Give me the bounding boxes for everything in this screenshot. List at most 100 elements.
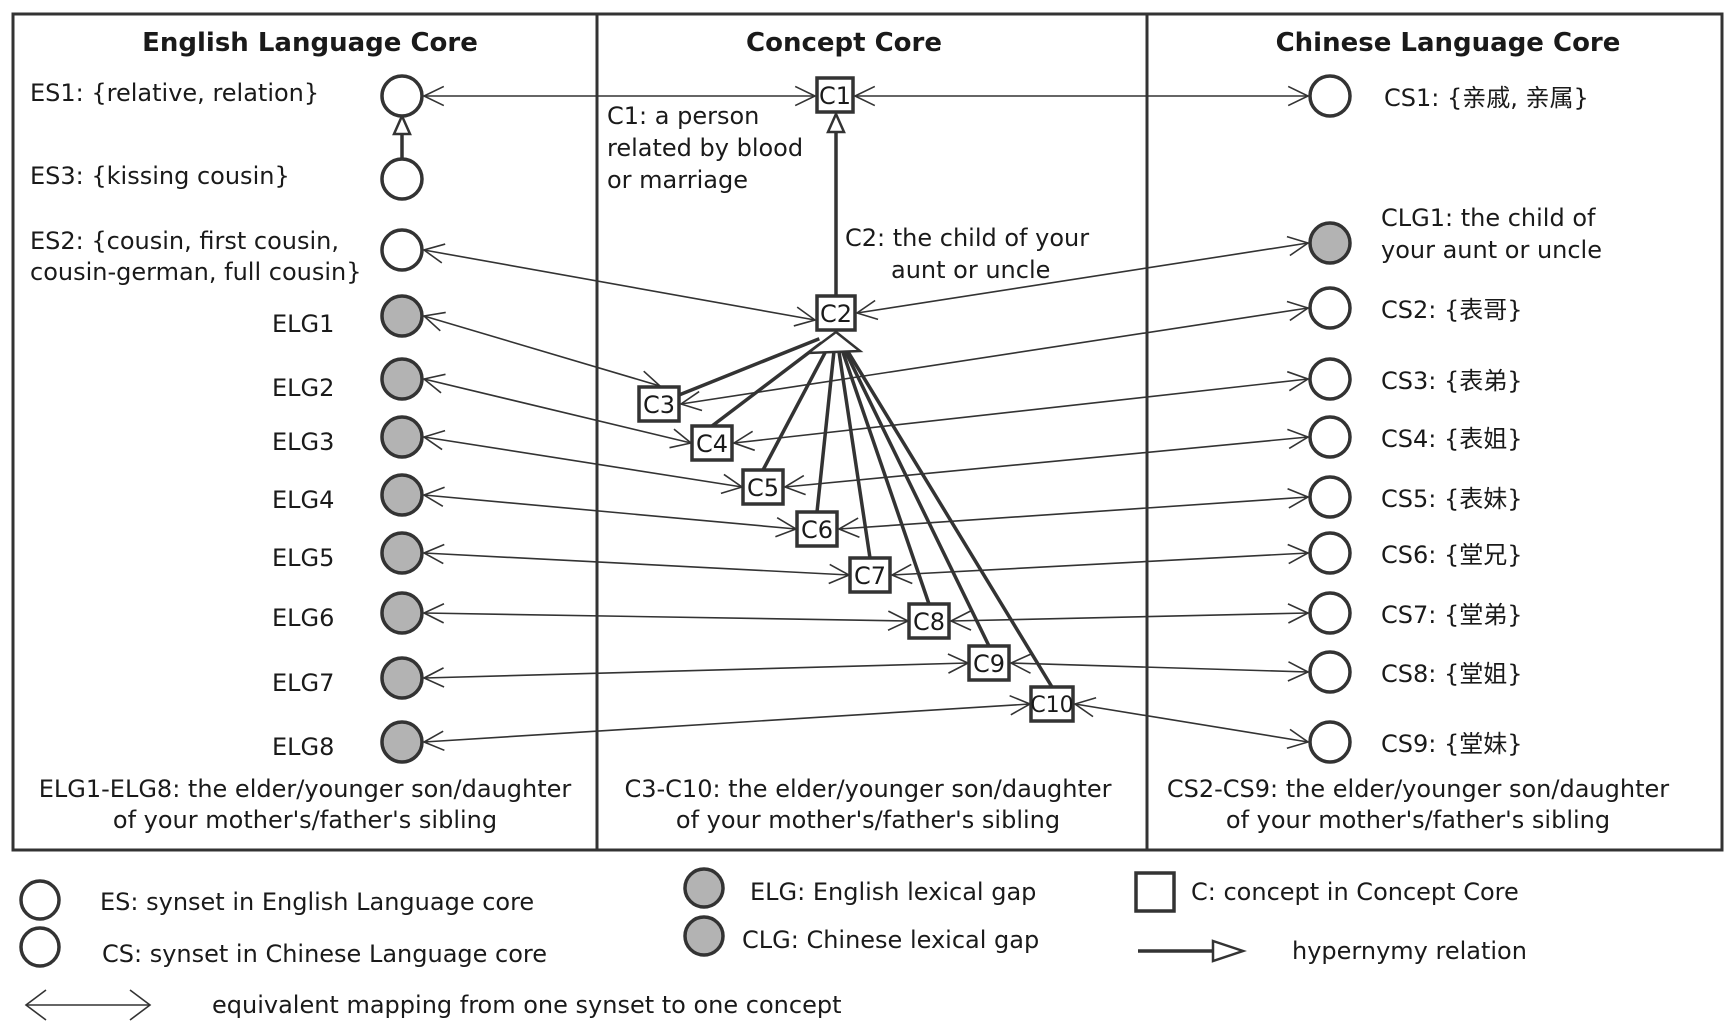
english-footer-line2: of your mother's/father's sibling: [113, 806, 497, 834]
map-elg2-c4-head-start: [422, 373, 446, 394]
chinese-footer-line1: CS2-CS9: the elder/younger son/daughter: [1167, 775, 1669, 803]
synset-es2-label-line2: cousin-german, full cousin}: [30, 258, 362, 286]
hyp-c6-c2: [815, 349, 836, 513]
map-c8-cs7-head-end: [1287, 603, 1310, 624]
map-elg8-c10: [423, 703, 1031, 743]
gap-elg8-label: ELG8: [272, 733, 334, 761]
synset-cs1-circle: [1308, 74, 1352, 118]
gap-elg3-circle: [380, 415, 424, 459]
relation-edges: [392, 85, 1310, 752]
hyp-c5-c2: [761, 347, 830, 471]
gap-elg8-circle: [380, 720, 424, 764]
gap-elg2-label: ELG2: [272, 374, 334, 402]
concept-c2: C2: [815, 294, 857, 332]
concept-c2-def-line1: C2: the child of your: [845, 224, 1089, 252]
english-core-title: English Language Core: [142, 28, 478, 58]
map-c2-clg1-head-end: [1286, 235, 1310, 257]
map-elg6-c8: [423, 612, 909, 622]
map-c2-clg1: [856, 242, 1309, 314]
hyp-c10-c2: [843, 346, 1054, 688]
concept-c1: C1: [815, 76, 855, 114]
legend-c-label: C: concept in Concept Core: [1191, 878, 1519, 906]
concept-c7: C7: [848, 556, 892, 594]
map-elg2-c4: [423, 378, 692, 444]
map-c7-cs6: [891, 552, 1309, 576]
synset-cs4-circle: [1308, 415, 1352, 459]
map-elg1-c3-head-start: [422, 311, 446, 332]
legend-hyp-label: hypernymy relation: [1292, 937, 1527, 965]
map-es1-c1-head-start: [422, 85, 445, 107]
map-elg3-c5-head-start: [422, 429, 446, 451]
legend-clg-label: CLG: Chinese lexical gap: [742, 926, 1039, 954]
synset-cs6-label: CS6: {堂兄}: [1381, 541, 1523, 569]
map-c3-cs2-head-start: [679, 390, 703, 412]
map-c8-cs7: [950, 612, 1309, 622]
gap-elg1-circle: [380, 294, 424, 338]
hyp-c2-shared-head: [804, 330, 864, 355]
synset-cs3-circle: [1308, 357, 1352, 401]
gap-elg3-label: ELG3: [272, 428, 334, 456]
map-c1-cs1-head-start: [853, 85, 876, 107]
map-elg5-c7: [423, 552, 850, 576]
synset-cs1-label: CS1: {亲戚, 亲属}: [1384, 84, 1589, 112]
synset-es1-label: ES1: {relative, relation}: [30, 79, 319, 107]
map-c5-cs4-head-start: [783, 474, 806, 496]
legend-es-label: ES: synset in English Language core: [100, 888, 534, 916]
synset-cs2-label: CS2: {表哥}: [1381, 296, 1523, 324]
concept-c5: C5: [741, 468, 785, 506]
map-c6-cs5-head-end: [1287, 488, 1310, 509]
concept-c3: C3: [637, 385, 681, 423]
synset-es3-circle: [380, 157, 424, 201]
legend-clg-circle: [683, 915, 725, 957]
concept-c1-def-line3: or marriage: [607, 166, 748, 194]
map-es2-c2: [423, 249, 816, 321]
concept-footer-line2: of your mother's/father's sibling: [676, 806, 1060, 834]
hyp-c9-c2: [842, 347, 991, 647]
gap-elg4-label: ELG4: [272, 486, 334, 514]
map-c5-cs4-head-end: [1287, 428, 1310, 450]
synset-es3-label: ES3: {kissing cousin}: [30, 162, 290, 190]
concept-c6: C6: [795, 510, 839, 548]
synset-cs7-label: CS7: {堂弟}: [1381, 601, 1523, 629]
map-c4-cs3: [733, 378, 1309, 444]
concept-c9: C9: [967, 644, 1011, 682]
map-c4-cs3-head-start: [732, 430, 756, 452]
map-c5-cs4: [784, 436, 1309, 488]
synset-cs2-circle: [1308, 286, 1352, 330]
gap-elg5-label: ELG5: [272, 544, 334, 572]
gap-elg7-circle: [380, 656, 424, 700]
concept-footer-line1: C3-C10: the elder/younger son/daughter: [624, 775, 1111, 803]
hyp-es3-es1-head: [392, 112, 412, 136]
map-elg7-c9-head-start: [422, 667, 445, 688]
synset-cs6-circle: [1308, 531, 1352, 575]
concept-c5-label: C5: [747, 474, 779, 502]
map-elg3-c5: [423, 436, 743, 488]
hyp-c7-c2: [836, 349, 872, 559]
concept-c6-label: C6: [801, 516, 833, 544]
concept-c1-def-line2: related by blood: [607, 134, 803, 162]
map-c9-cs8: [1010, 662, 1309, 673]
chinese-core-title: Chinese Language Core: [1276, 28, 1621, 58]
concept-c8: C8: [907, 602, 951, 640]
map-c6-cs5: [838, 496, 1309, 530]
legend-es-circle: [19, 879, 61, 921]
map-c10-cs9: [1074, 703, 1309, 743]
map-es2-c2-head-start: [422, 243, 446, 264]
map-elg8-c10-head-start: [422, 730, 445, 752]
legend-cs-circle: [19, 926, 61, 968]
map-c9-cs8-head-start: [1009, 653, 1032, 674]
gap-elg7-label: ELG7: [272, 669, 334, 697]
map-elg7-c9: [423, 662, 969, 679]
legend-elg-circle: [683, 867, 725, 909]
hyp-c4-c2: [710, 341, 823, 428]
synset-cs4-label: CS4: {表姐}: [1381, 425, 1523, 453]
synset-cs5-circle: [1308, 475, 1352, 519]
map-c10-cs9-head-end: [1286, 728, 1310, 750]
legend-equivalent-head-left: [24, 989, 47, 1021]
map-elg5-c7-head-start: [422, 543, 445, 565]
synset-es1-circle: [380, 74, 424, 118]
hyp-c8-c2: [840, 348, 931, 605]
legend-elg-label: ELG: English lexical gap: [750, 878, 1036, 906]
map-c10-cs9-head-start: [1073, 696, 1097, 718]
concept-core-title: Concept Core: [746, 28, 942, 58]
